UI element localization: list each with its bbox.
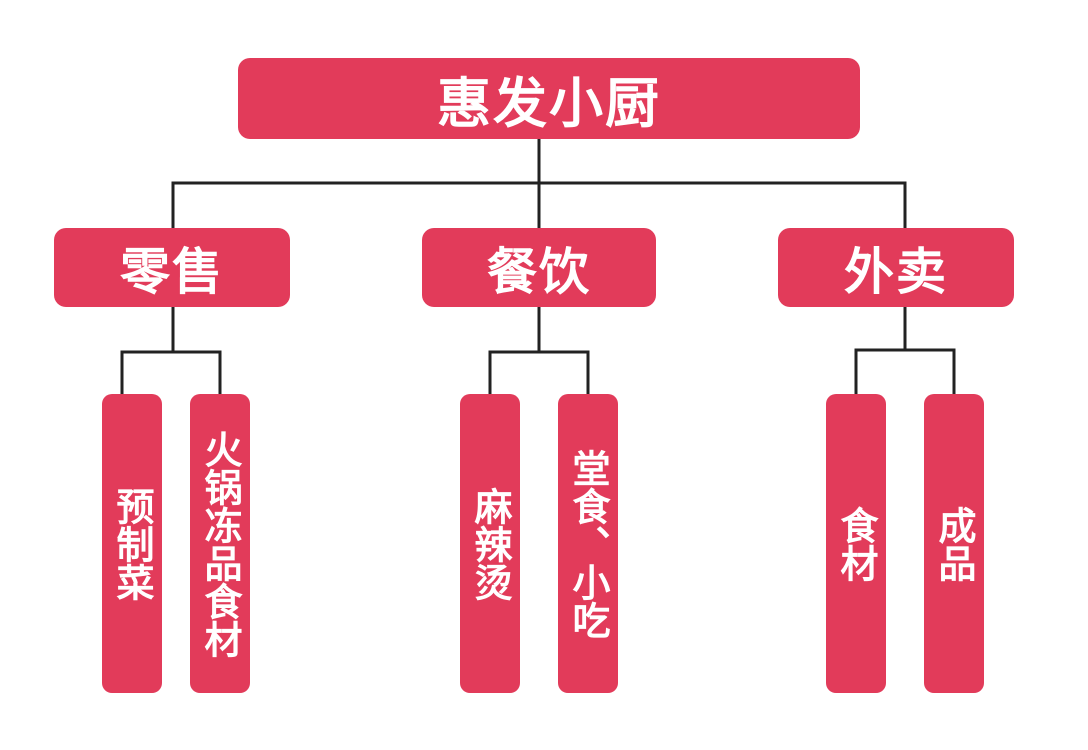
leaf-node-finished-products: 成品: [924, 394, 984, 693]
category-node-retail: 零售: [54, 228, 290, 307]
category-node-catering: 餐饮: [422, 228, 656, 307]
leaf-node-dine-in-snacks: 堂食、小吃: [558, 394, 618, 693]
leaf-node-prepared-dishes: 预制菜: [102, 394, 162, 693]
leaf-node-malatang: 麻辣烫: [460, 394, 520, 693]
category-node-delivery: 外卖: [778, 228, 1014, 307]
leaf-node-ingredients: 食材: [826, 394, 886, 693]
leaf-node-hotpot-frozen-ingredients: 火锅冻品食材: [190, 394, 250, 693]
root-node-title: 惠发小厨: [238, 58, 860, 139]
